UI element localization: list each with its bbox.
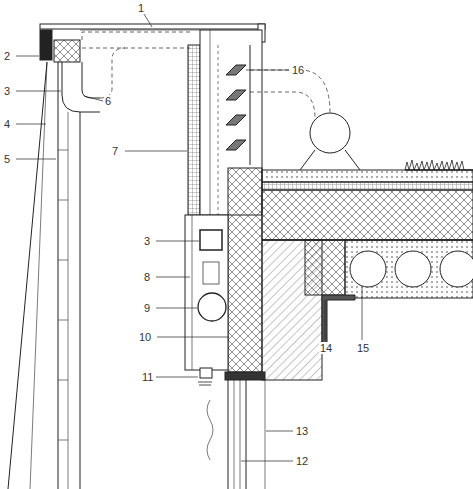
callout-number: 7 bbox=[111, 145, 119, 157]
callout-number: 11 bbox=[141, 371, 154, 383]
callout-number: 3 bbox=[143, 235, 151, 247]
callout-number: 14 bbox=[319, 342, 333, 354]
callout-number: 9 bbox=[143, 302, 151, 314]
callout-number: 10 bbox=[138, 331, 152, 343]
callout-number: 12 bbox=[295, 455, 309, 467]
callout-number: 13 bbox=[295, 425, 309, 437]
callout-number: 5 bbox=[3, 153, 11, 165]
callout-number: 6 bbox=[104, 95, 112, 107]
callout-number: 3 bbox=[3, 85, 11, 97]
callout-number: 8 bbox=[143, 271, 151, 283]
callout-number: 1 bbox=[137, 2, 145, 14]
callout-number: 15 bbox=[356, 342, 370, 354]
callout-number: 4 bbox=[3, 118, 11, 130]
callout-number: 16 bbox=[291, 64, 305, 76]
callout-number: 2 bbox=[3, 50, 11, 62]
